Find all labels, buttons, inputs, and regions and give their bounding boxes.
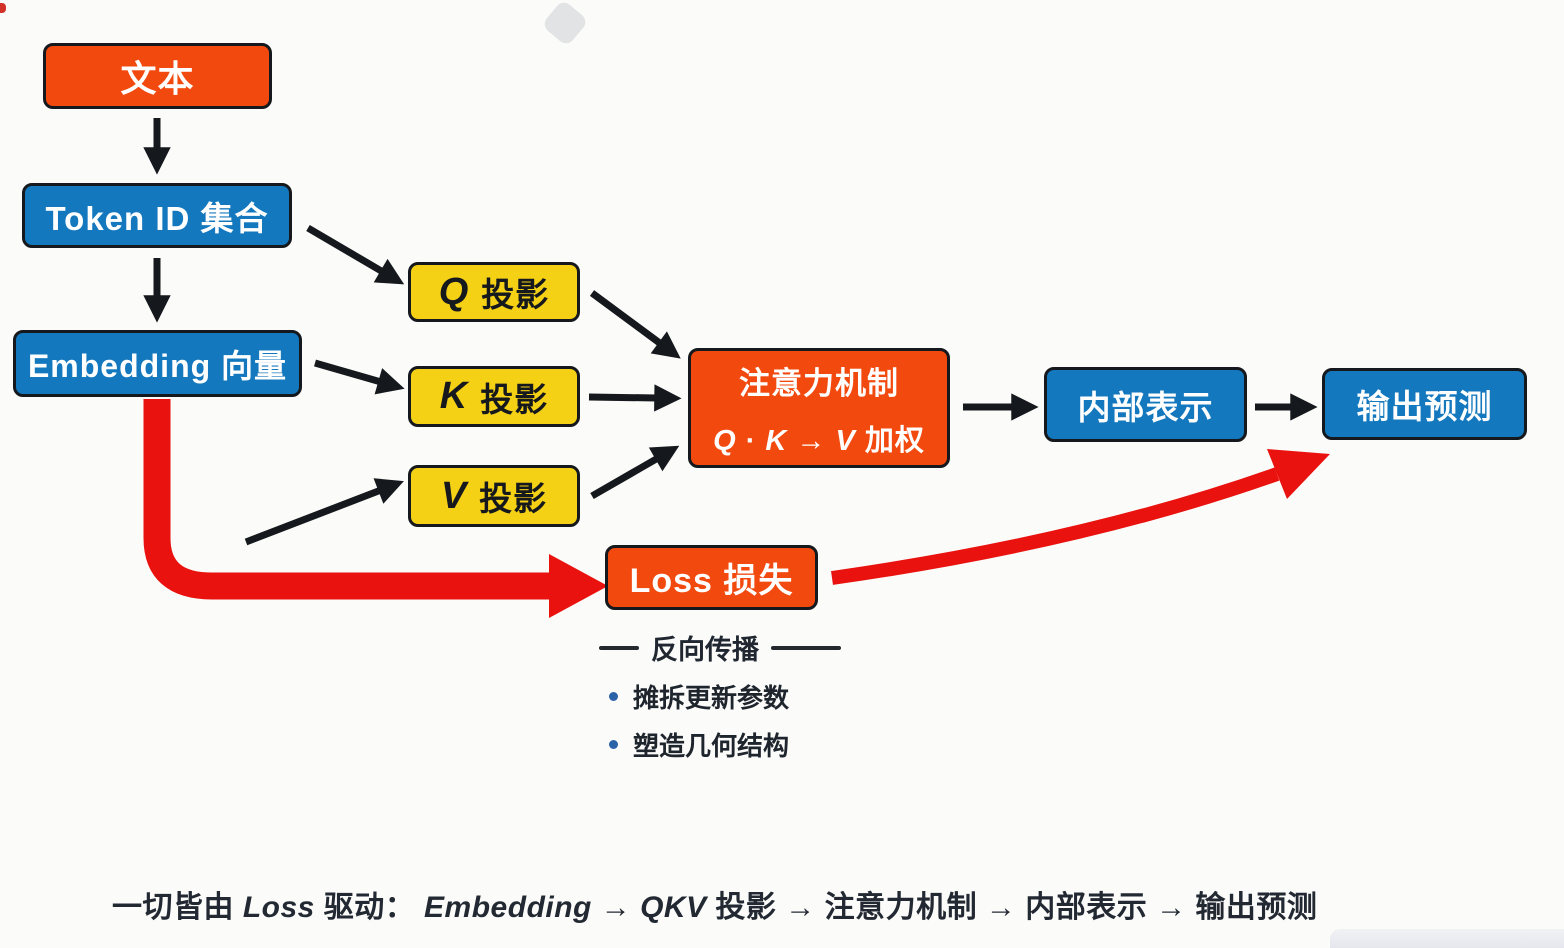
arrow-embedding-to-vproj	[244, 478, 404, 546]
attention-title: 注意力机制	[739, 365, 899, 401]
backprop-heading: 反向传播	[575, 628, 865, 667]
node-internal-representation: 内部表示	[1044, 367, 1247, 442]
node-output-label: 输出预测	[1356, 388, 1493, 425]
node-text: 文本	[43, 43, 272, 109]
node-loss-label: Loss 损失	[629, 562, 794, 600]
q-proj-label: 投影	[481, 276, 550, 313]
node-output-prediction: 输出预测	[1322, 368, 1527, 440]
node-attention: 注意力机制 Q · K → V 加权	[688, 348, 950, 468]
node-text-label: 文本	[120, 58, 195, 99]
node-internal-label: 内部表示	[1077, 388, 1214, 426]
arrow-kproj-to-attention	[588, 384, 682, 412]
node-embedding: Embedding 向量	[13, 330, 302, 397]
bullet-dot-icon	[609, 692, 618, 701]
red-arrowhead-output	[1267, 449, 1330, 499]
backprop-bullet-1-text: 摊拆更新参数	[633, 683, 790, 713]
k-proj-label: 投影	[480, 380, 549, 418]
node-k-projection: K 投影	[408, 366, 580, 427]
backprop-title: 反向传播	[651, 635, 759, 665]
bottom-right-strip	[1330, 929, 1564, 948]
node-v-projection: V 投影	[408, 465, 580, 527]
arrow-vproj-to-attention	[590, 445, 680, 500]
summary-caption: 一切皆由 Loss 驱动： Embedding → QKV 投影 → 注意力机制…	[112, 891, 1318, 924]
dash-line-left	[599, 645, 639, 650]
k-letter: K	[439, 375, 469, 417]
red-path-loss-to-output	[831, 467, 1280, 585]
node-loss: Loss 损失	[605, 545, 818, 610]
backprop-bullet-2-text: 塑造几何结构	[633, 731, 790, 761]
edge-artifact	[0, 3, 6, 13]
v-proj-label: 投影	[479, 480, 548, 517]
attention-formula: Q · K → V 加权	[713, 424, 925, 457]
arrow-token-to-qproj	[306, 224, 405, 285]
backprop-annotation: 反向传播 摊拆更新参数 塑造几何结构	[575, 628, 865, 763]
dash-line-right	[771, 645, 841, 650]
node-embedding-label: Embedding 向量	[27, 347, 288, 384]
v-letter: V	[440, 474, 468, 517]
q-letter: Q	[438, 270, 470, 313]
backprop-bullet-1: 摊拆更新参数	[575, 678, 865, 715]
node-token-ids-label: Token ID 集合	[45, 199, 269, 237]
bullet-dot-icon	[609, 740, 618, 749]
red-path-embedding-to-loss	[143, 399, 549, 600]
arrow-qproj-to-attention	[589, 290, 681, 359]
node-token-ids: Token ID 集合	[22, 183, 292, 248]
node-q-projection: Q 投影	[408, 262, 580, 322]
backprop-bullet-2: 塑造几何结构	[575, 726, 865, 763]
arrow-embedding-to-kproj	[314, 359, 405, 395]
red-arrowhead-loss	[549, 554, 608, 618]
